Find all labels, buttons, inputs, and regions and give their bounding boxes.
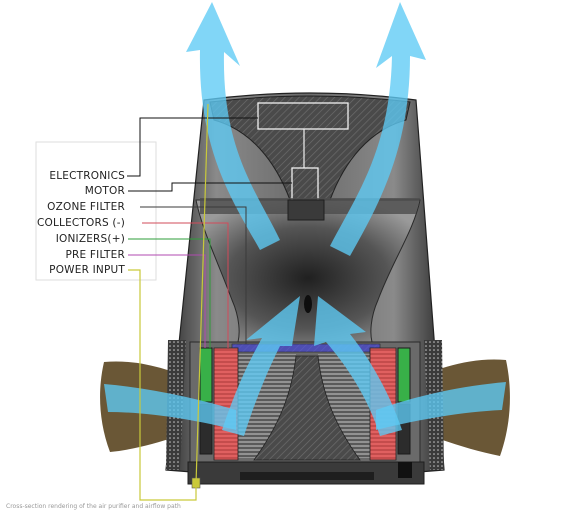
- label-ozone-filter: OZONE FILTER: [47, 201, 125, 213]
- fan-intake-hole: [304, 295, 312, 313]
- label-pre-filter: PRE FILTER: [66, 249, 125, 261]
- fan-hub: [288, 200, 324, 220]
- figure-caption: Cross-section rendering of the air purif…: [6, 503, 181, 510]
- base-tray: [240, 472, 374, 480]
- label-ionizers: IONIZERS(+): [56, 233, 125, 245]
- base-block-right: [398, 462, 412, 478]
- ionizer-left: [200, 348, 212, 402]
- label-power-input: POWER INPUT: [49, 264, 125, 276]
- label-motor: MOTOR: [85, 185, 125, 197]
- label-collectors: COLLECTORS (-): [37, 217, 125, 229]
- ionizer-right: [398, 348, 410, 402]
- label-electronics: ELECTRONICS: [49, 170, 125, 182]
